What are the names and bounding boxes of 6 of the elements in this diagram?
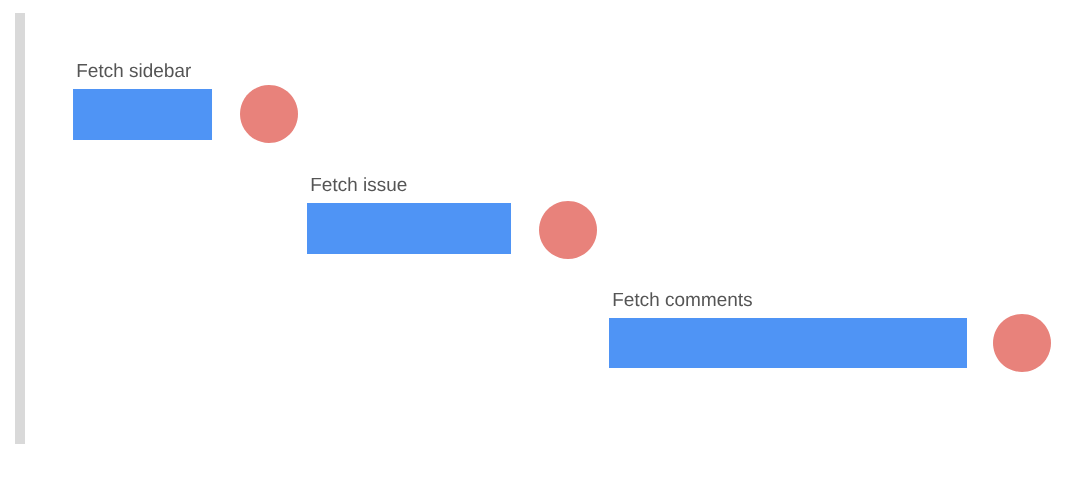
bar-label: Fetch sidebar <box>77 63 191 78</box>
circle <box>539 201 597 259</box>
circle <box>240 85 298 143</box>
circle <box>993 314 1051 372</box>
bar-label: Fetch issue <box>311 177 407 192</box>
bar-label: Fetch comments <box>613 292 752 307</box>
